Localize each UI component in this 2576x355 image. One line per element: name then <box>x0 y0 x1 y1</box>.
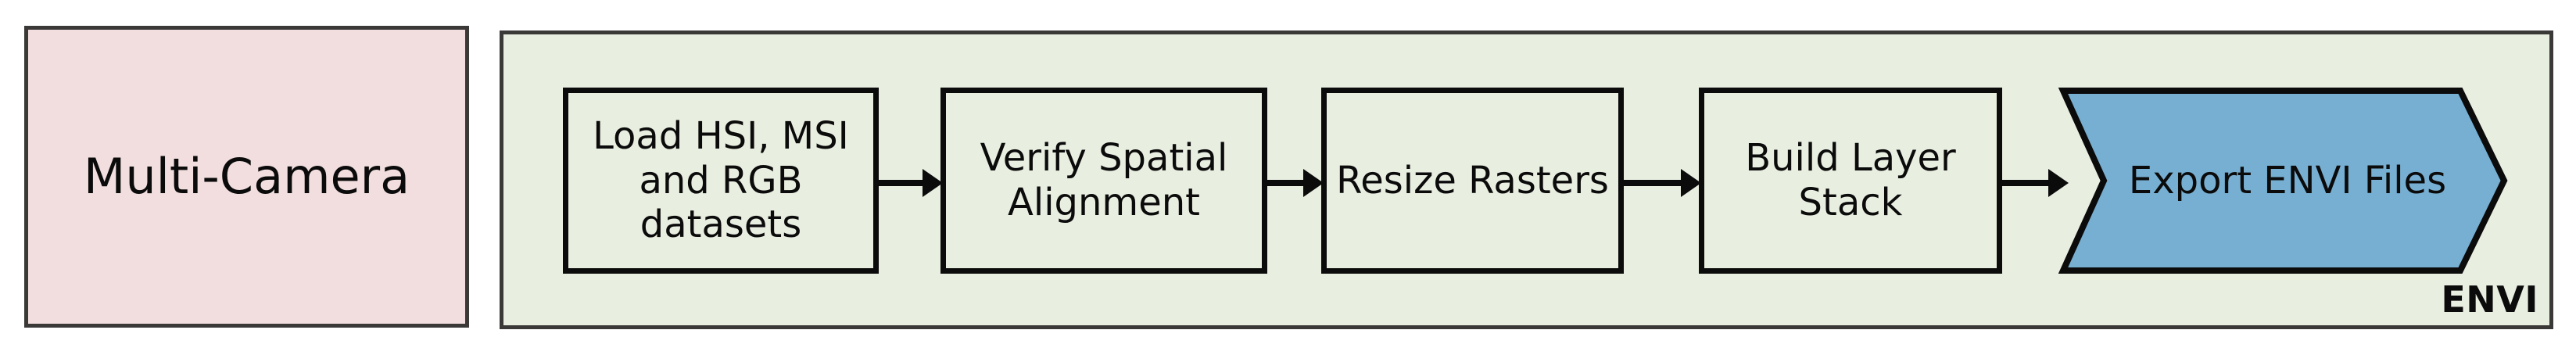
process-step-label: Resize Rasters <box>1336 158 1609 203</box>
arrow-right-icon <box>1266 169 1324 197</box>
arrow-right-icon <box>877 169 943 197</box>
arrow-right-icon <box>2001 169 2069 197</box>
connector-arrow-4 <box>2001 169 2069 197</box>
source-node-label: Multi-Camera <box>83 147 410 205</box>
connector-arrow-1 <box>877 169 943 197</box>
pipeline-group-envi: Load HSI, MSI and RGB datasets Verify Sp… <box>500 30 2553 329</box>
process-step-load-datasets: Load HSI, MSI and RGB datasets <box>563 88 879 274</box>
pipeline-group-tag: ENVI <box>2441 278 2538 321</box>
process-step-verify-alignment: Verify Spatial Alignment <box>940 88 1267 274</box>
arrow-right-icon <box>1622 169 1701 197</box>
chevron-shape-icon <box>2058 88 2508 274</box>
process-step-label: Verify Spatial Alignment <box>980 136 1228 224</box>
process-step-label: Load HSI, MSI and RGB datasets <box>593 114 849 247</box>
source-node-multi-camera: Multi-Camera <box>24 26 469 328</box>
connector-arrow-3 <box>1622 169 1701 197</box>
terminal-node-export-envi-files: Export ENVI Files <box>2058 88 2508 274</box>
connector-arrow-2 <box>1266 169 1324 197</box>
process-step-resize-rasters: Resize Rasters <box>1321 88 1624 274</box>
process-step-label: Build Layer Stack <box>1745 136 1956 224</box>
process-step-build-layer-stack: Build Layer Stack <box>1699 88 2002 274</box>
